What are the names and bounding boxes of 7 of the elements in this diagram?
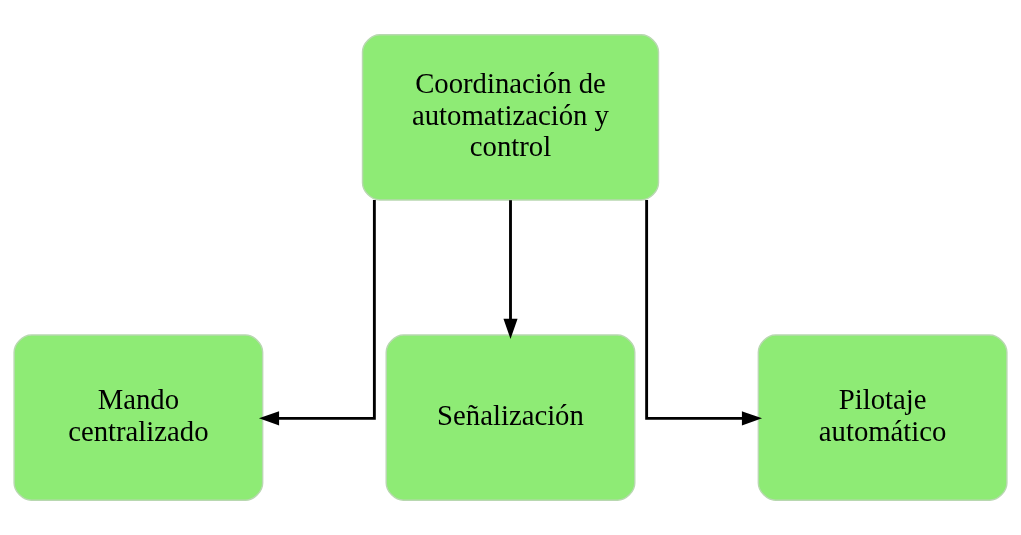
node-box: Señalización	[385, 334, 636, 501]
arrow	[645, 200, 763, 426]
node-box: Pilotaje automático	[757, 334, 1008, 501]
node-box: Mando centralizado	[13, 334, 264, 501]
arrow	[503, 200, 518, 339]
node-box: Coordinación de automatización y control	[361, 34, 660, 201]
arrow	[258, 200, 376, 426]
